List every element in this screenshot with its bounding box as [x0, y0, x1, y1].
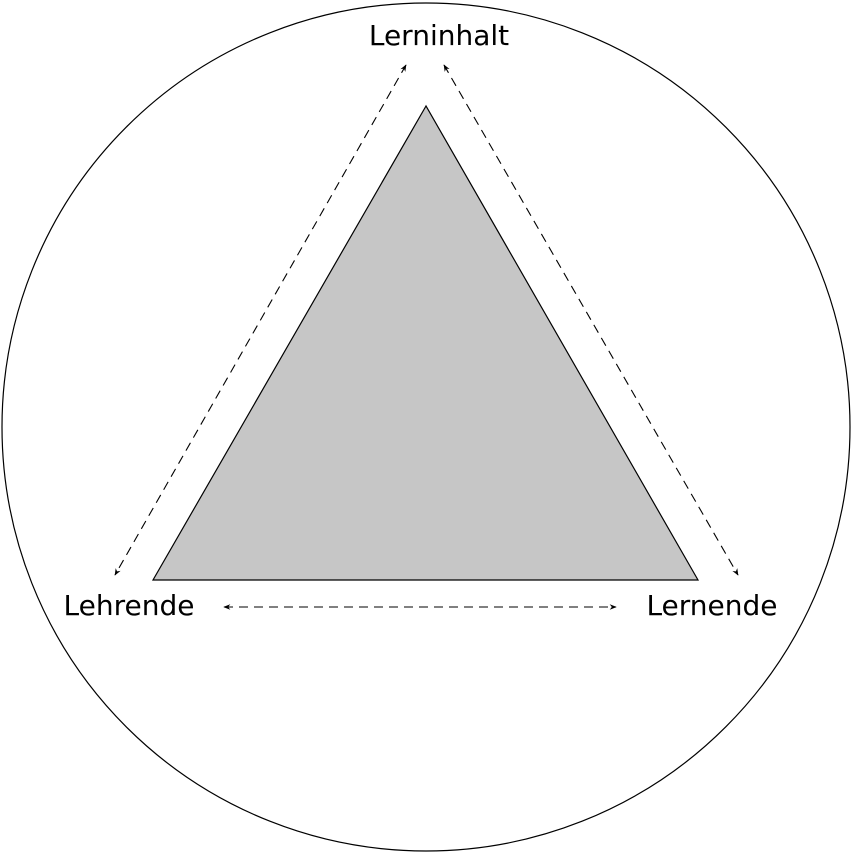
central-triangle — [151, 104, 700, 581]
arrow-content-teacher — [114, 64, 407, 576]
label-lernende: Lernende — [646, 589, 777, 622]
label-lerninhalt: Lerninhalt — [369, 19, 509, 52]
label-lehrende: Lehrende — [64, 589, 195, 622]
arrow-content-learner — [443, 64, 739, 576]
